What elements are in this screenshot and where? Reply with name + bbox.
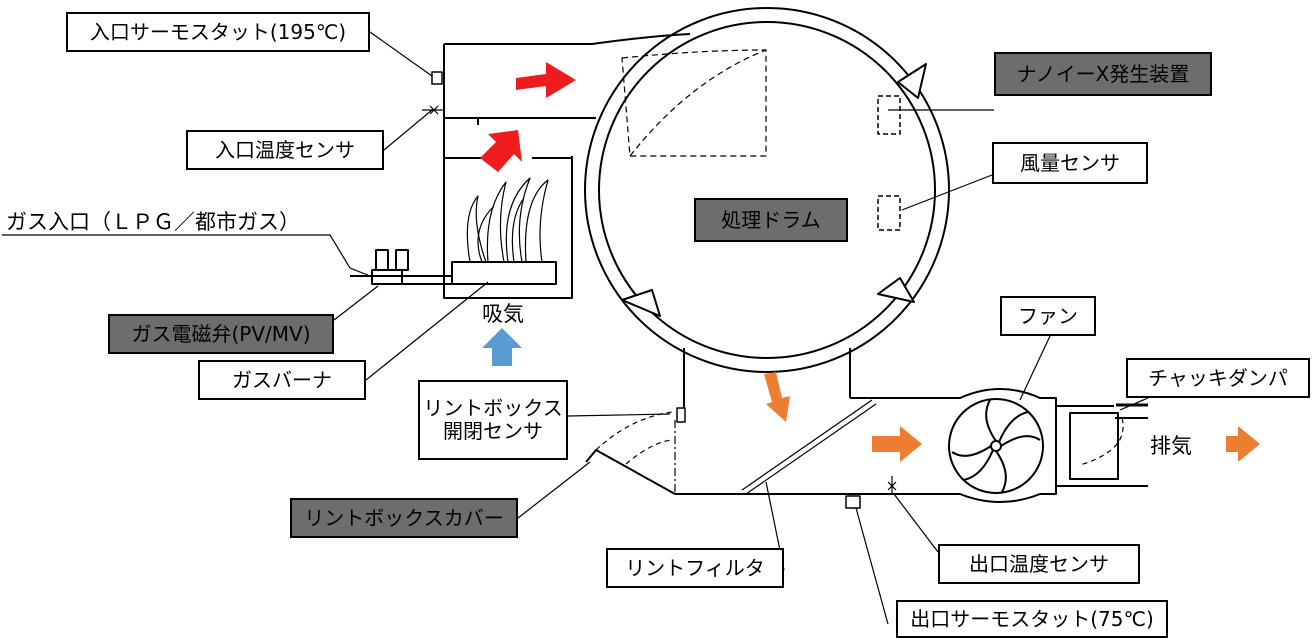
outlet-temp-sensor-label: 出口温度センサ <box>938 544 1140 584</box>
lint-box-cover-label: リントボックスカバー <box>290 498 518 538</box>
outlet-thermostat-label: 出口サーモスタット(75℃) <box>896 600 1168 638</box>
lint-box <box>585 407 686 495</box>
fan <box>948 398 1044 494</box>
exhaust-label: 排気 <box>1150 434 1192 458</box>
lint-box-sensor-label-line2: 開閉センサ <box>443 419 543 443</box>
lower-duct <box>675 348 1148 503</box>
flames <box>466 177 549 263</box>
lint-filter-label: リントフィルタ <box>606 548 784 588</box>
inlet-thermostat-body <box>431 71 443 85</box>
outlet-thermostat-body <box>845 495 861 509</box>
fan-inflow-arrow <box>872 426 922 462</box>
intake-label: 吸気 <box>482 302 524 326</box>
leader-lines <box>2 31 1149 625</box>
exhaust-arrow <box>1226 426 1260 462</box>
check-damper-label: チャッキダンパ <box>1126 358 1310 398</box>
intake-arrow <box>482 328 522 366</box>
drum-body <box>584 7 950 373</box>
lint-box-sensor-label-line1: リントボックス <box>423 396 563 420</box>
inlet-temp-sensor-label: 入口温度センサ <box>186 130 384 170</box>
inlet-temp-sensor-body <box>422 105 444 115</box>
flow-arrows <box>480 62 1260 462</box>
heater-duct <box>443 33 691 299</box>
gas-inlet-label: ガス入口（ＬＰＧ／都市ガス） <box>6 210 300 234</box>
gas-burner-label: ガスバーナ <box>198 360 366 400</box>
lint-box-sensor-label: リントボックス 開閉センサ <box>418 380 568 460</box>
gas-solenoid-valve-label: ガス電磁弁(PV/MV) <box>108 314 334 354</box>
drum-label: 処理ドラム <box>694 198 848 242</box>
nanoe-generator-label: ナノイーX発生装置 <box>994 52 1212 96</box>
outlet-temp-sensor-body <box>887 476 897 494</box>
hot-air-arrow-up <box>480 130 522 172</box>
inlet-thermostat-label: 入口サーモスタット(195℃) <box>66 12 370 52</box>
airflow-sensor-label: 風量センサ <box>992 142 1148 184</box>
drum-outflow-arrow <box>764 372 790 422</box>
hot-air-arrow-top <box>516 62 576 98</box>
fan-label: ファン <box>1000 296 1096 336</box>
